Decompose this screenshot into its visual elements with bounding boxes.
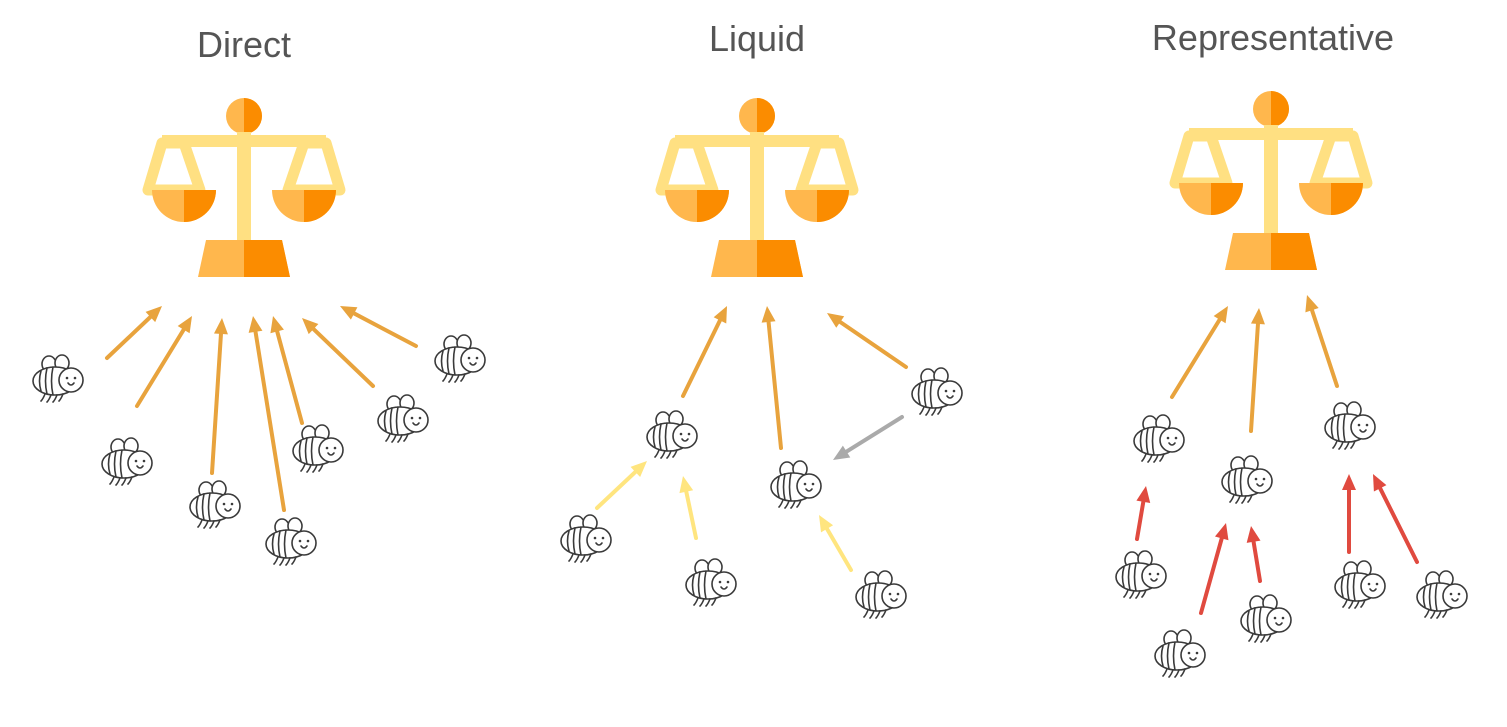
delegation-arrow bbox=[679, 476, 698, 540]
bee-icon bbox=[292, 424, 344, 473]
vote-arrow bbox=[681, 306, 727, 398]
bees-layer bbox=[32, 334, 1468, 678]
representative-arrow bbox=[1135, 486, 1151, 541]
bee-icon bbox=[1115, 550, 1167, 599]
scales-of-justice-icon bbox=[1169, 91, 1373, 270]
bee-icon bbox=[911, 367, 963, 416]
bee-icon bbox=[377, 394, 429, 443]
representative-arrow bbox=[1246, 526, 1262, 583]
bee-icon bbox=[560, 514, 612, 563]
vote-arrow bbox=[270, 316, 304, 425]
vote-arrow bbox=[1170, 306, 1228, 399]
panel-title-liquid: Liquid bbox=[709, 18, 805, 59]
bee-icon bbox=[189, 480, 241, 529]
bee-icon bbox=[1154, 629, 1206, 678]
scales-of-justice-icon bbox=[142, 98, 346, 277]
delegation-arrow bbox=[595, 461, 647, 510]
vote-arrow bbox=[340, 306, 418, 348]
bee-icon bbox=[434, 334, 486, 383]
scales-of-justice-icon bbox=[655, 98, 859, 277]
panel-title-representative: Representative bbox=[1152, 17, 1394, 58]
bee-icon bbox=[770, 460, 822, 509]
vote-arrow bbox=[105, 306, 162, 360]
vote-arrow bbox=[827, 313, 908, 369]
vote-arrow bbox=[761, 306, 783, 450]
bee-icon bbox=[855, 570, 907, 619]
bee-icon bbox=[1133, 414, 1185, 463]
bee-icon bbox=[1334, 560, 1386, 609]
arrows-layer bbox=[105, 295, 1419, 615]
vote-arrow bbox=[302, 318, 375, 388]
bee-icon bbox=[101, 437, 153, 486]
vote-arrow bbox=[210, 318, 228, 475]
representative-arrow bbox=[1373, 474, 1419, 564]
delegation-arrow bbox=[819, 515, 853, 572]
vote-arrow bbox=[1305, 295, 1339, 388]
bee-icon bbox=[1324, 401, 1376, 450]
bee-icon bbox=[685, 558, 737, 607]
vote-arrow bbox=[248, 316, 286, 512]
vote-arrow bbox=[135, 316, 192, 408]
panel-title-direct: Direct bbox=[197, 24, 291, 65]
bee-icon bbox=[32, 354, 84, 403]
representative-arrow bbox=[1199, 523, 1229, 615]
bee-icon bbox=[1240, 594, 1292, 643]
representative-arrow bbox=[1342, 474, 1356, 554]
bee-icon bbox=[1416, 570, 1468, 619]
bee-icon bbox=[265, 517, 317, 566]
vote-arrow bbox=[1249, 308, 1265, 433]
bee-icon bbox=[646, 410, 698, 459]
delegation-arrow bbox=[833, 415, 904, 460]
bee-icon bbox=[1221, 455, 1273, 504]
scales-layer bbox=[142, 91, 1373, 277]
